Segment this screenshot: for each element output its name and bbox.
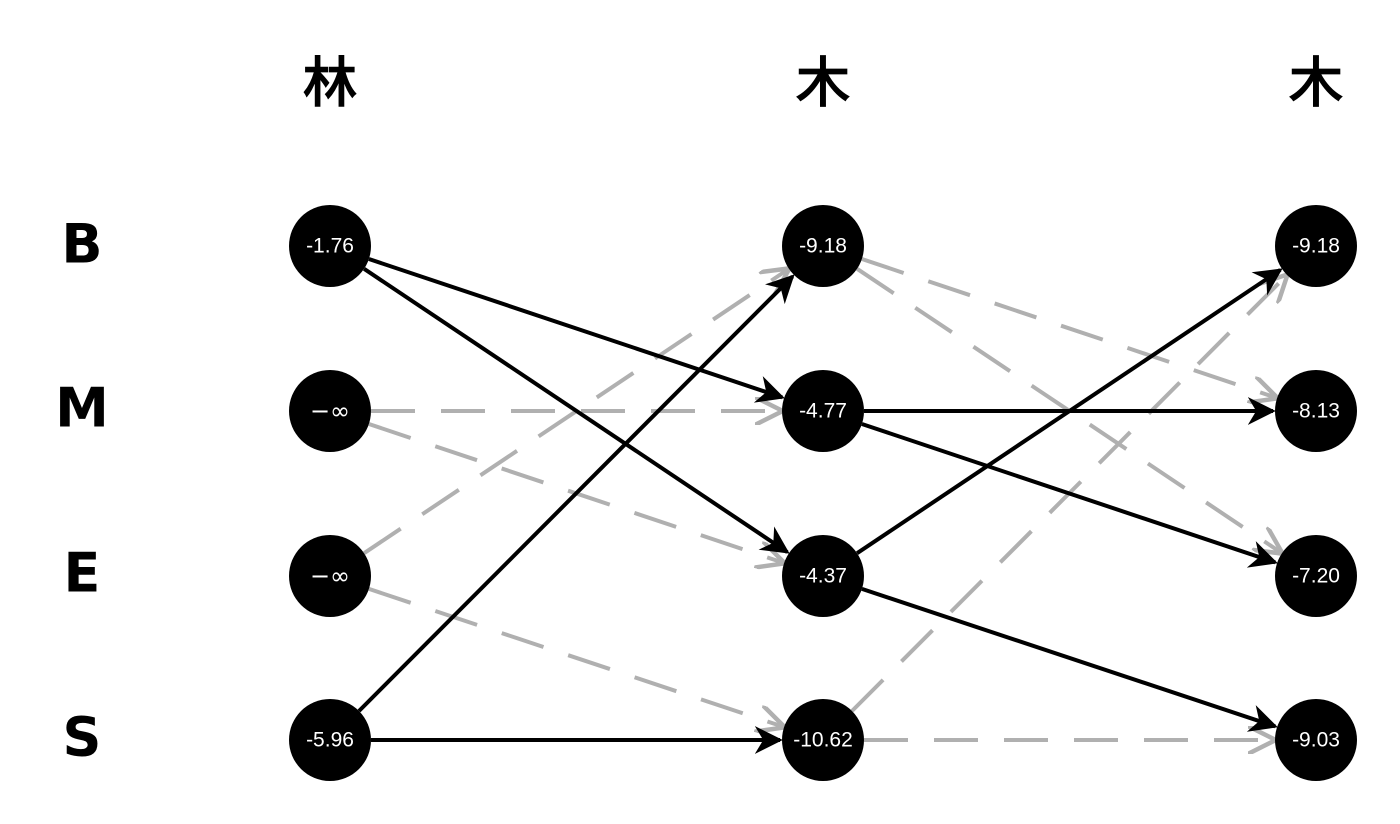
edge-e2-to-s3 [861, 587, 1278, 732]
node-circle [782, 370, 864, 452]
node-circle [289, 535, 371, 617]
node-col1-E: −∞ [289, 535, 371, 617]
edge-b1-to-m2 [368, 257, 785, 403]
edge-b1-to-e2 [362, 267, 790, 554]
node-circle [782, 535, 864, 617]
node-circle [1275, 699, 1357, 781]
node-value: −∞ [310, 397, 350, 425]
node-col3-M: -8.13 [1275, 370, 1357, 452]
node-circle [289, 205, 371, 287]
node-value: -4.77 [799, 400, 847, 423]
row-label-E: E [64, 542, 101, 605]
node-circle [1275, 535, 1357, 617]
node-col3-B: -9.18 [1275, 205, 1357, 287]
edge-e1-to-s2 [368, 587, 782, 727]
node-circle [782, 699, 864, 781]
node-circle [782, 205, 864, 287]
node-col1-B: -1.76 [289, 205, 371, 287]
row-label-S: S [63, 706, 102, 769]
node-value: -1.76 [306, 235, 354, 258]
node-value: -5.96 [306, 729, 354, 752]
edge-s1-to-b2 [357, 274, 795, 713]
node-col2-B: -9.18 [782, 205, 864, 287]
node-value: -4.37 [799, 565, 847, 588]
column-header-3: 木 [1289, 52, 1343, 115]
node-circle [289, 699, 371, 781]
node-col1-M: −∞ [289, 370, 371, 452]
node-value: -8.13 [1292, 400, 1340, 423]
node-value: -7.20 [1292, 565, 1340, 588]
best-path-edges-group [357, 257, 1283, 754]
node-col3-S: -9.03 [1275, 699, 1357, 781]
other-edges-group [362, 257, 1286, 740]
node-value: -9.03 [1292, 729, 1340, 752]
node-value: −∞ [310, 562, 350, 590]
column-header-2: 木 [796, 52, 850, 115]
row-label-B: B [61, 213, 102, 276]
node-col2-M: -4.77 [782, 370, 864, 452]
node-circle [1275, 205, 1357, 287]
node-col2-E: -4.37 [782, 535, 864, 617]
edge-b2-to-e3 [855, 267, 1280, 552]
node-col2-S: -10.62 [782, 699, 864, 781]
node-value: -9.18 [799, 235, 847, 258]
node-col3-E: -7.20 [1275, 535, 1357, 617]
edge-e2-to-b3 [855, 268, 1283, 555]
node-value: -9.18 [1292, 235, 1340, 258]
row-label-M: M [55, 377, 109, 440]
node-circle [289, 370, 371, 452]
node-circle [1275, 370, 1357, 452]
node-value: -10.62 [793, 729, 853, 752]
edge-b2-to-m3 [861, 257, 1275, 397]
edge-e1-to-b2 [362, 270, 787, 555]
edge-m2-to-e3 [861, 422, 1278, 568]
column-header-1: 林 [303, 52, 357, 115]
node-col1-S: -5.96 [289, 699, 371, 781]
